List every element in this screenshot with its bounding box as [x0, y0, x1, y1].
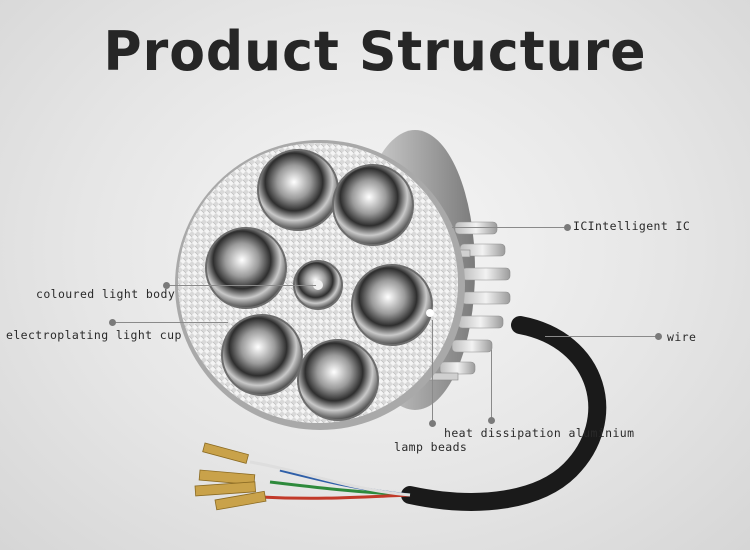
beads-leader-line	[432, 320, 433, 423]
label-coloured-light-body: coloured light body	[36, 287, 176, 301]
heat-leader-dot	[488, 417, 495, 424]
label-heat-dissipation-aluminium: heat dissipation aluminium	[444, 426, 635, 440]
page-title: Product Structure	[103, 20, 647, 84]
body-leader-line	[166, 285, 316, 286]
label-wire: wire	[667, 330, 697, 344]
ic-leader-dot	[564, 224, 571, 231]
label-lamp-beads: lamp beads	[394, 440, 468, 454]
cup-leader-dot	[109, 319, 116, 326]
wire-leader-line	[545, 336, 658, 337]
label-ic: ICIntelligent IC	[573, 219, 691, 233]
body-leader-dot	[163, 282, 170, 289]
heat-leader-line	[491, 350, 492, 420]
wire-leader-dot	[655, 333, 662, 340]
ic-leader-line	[452, 227, 567, 228]
beads-leader-dot	[429, 420, 436, 427]
cup-leader-line	[112, 322, 228, 323]
label-electroplating-light-cup: electroplating light cup	[6, 328, 182, 342]
